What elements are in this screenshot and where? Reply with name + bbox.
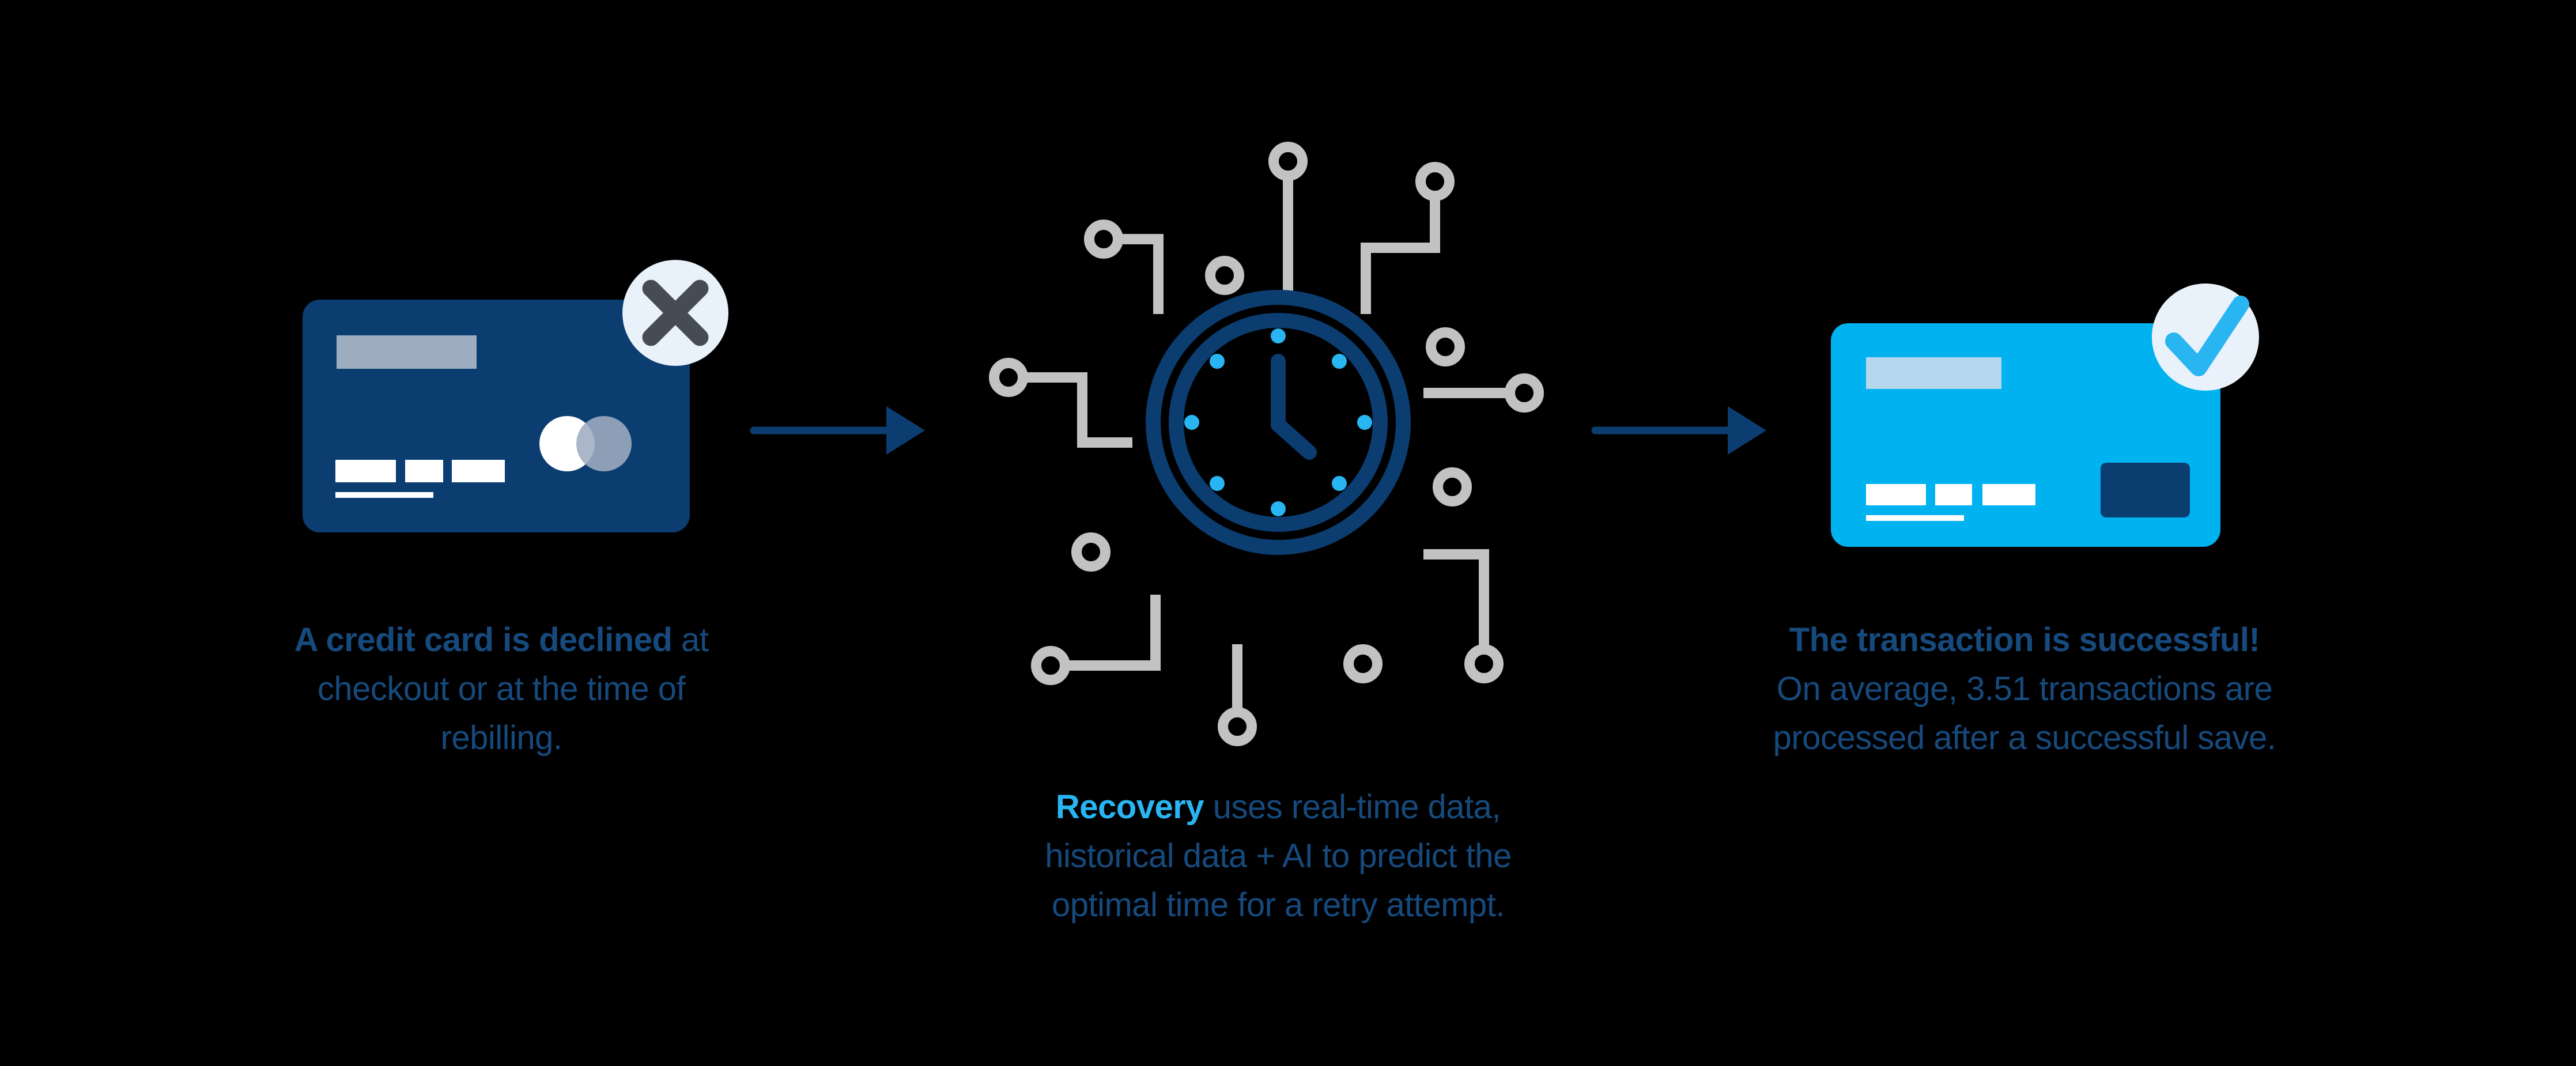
success-caption-bold: The transaction is successful!: [1789, 621, 2260, 659]
recovery-caption-line2: historical data + AI to predict the: [1045, 837, 1512, 875]
success-credit-card-illustration: [1831, 323, 2220, 547]
recovery-caption-line3: optimal time for a retry attempt.: [1051, 886, 1505, 924]
circuit-clock-icon: [989, 142, 1544, 746]
card-number-block: [335, 460, 396, 482]
card-number-block: [405, 460, 443, 482]
right-arrow-icon: [1591, 406, 1766, 455]
success-caption-line3: processed after a successful save.: [1773, 719, 2276, 757]
recovery-caption: Recovery uses real-time data, historical…: [990, 783, 1566, 929]
card-name-placeholder: [1866, 357, 2001, 389]
right-arrow-icon: [750, 406, 925, 455]
card-name-placeholder: [337, 335, 477, 369]
card-number-underline: [1866, 515, 1964, 521]
declined-caption-line3: rebilling.: [440, 719, 563, 757]
declined-caption-line2: checkout or at the time of: [317, 670, 686, 708]
card-number-block: [1935, 484, 1972, 505]
declined-x-icon: [622, 260, 728, 366]
card-number-block: [1982, 484, 2035, 505]
declined-caption-bold: A credit card is declined: [294, 621, 673, 659]
card-chip-square: [2101, 463, 2190, 517]
success-caption: The transaction is successful! On averag…: [1708, 615, 2341, 762]
declined-credit-card-illustration: [303, 300, 690, 532]
card-number-block: [1866, 484, 1926, 505]
declined-caption: A credit card is declined at checkout or…: [213, 615, 790, 762]
recovery-product-name: Recovery: [1055, 788, 1204, 826]
success-caption-line2: On average, 3.51 transactions are: [1776, 670, 2273, 708]
card-number-underline: [335, 492, 433, 498]
success-check-icon: [2152, 283, 2259, 391]
card-number-block: [452, 460, 505, 482]
card-brand-circle-right: [576, 416, 632, 471]
